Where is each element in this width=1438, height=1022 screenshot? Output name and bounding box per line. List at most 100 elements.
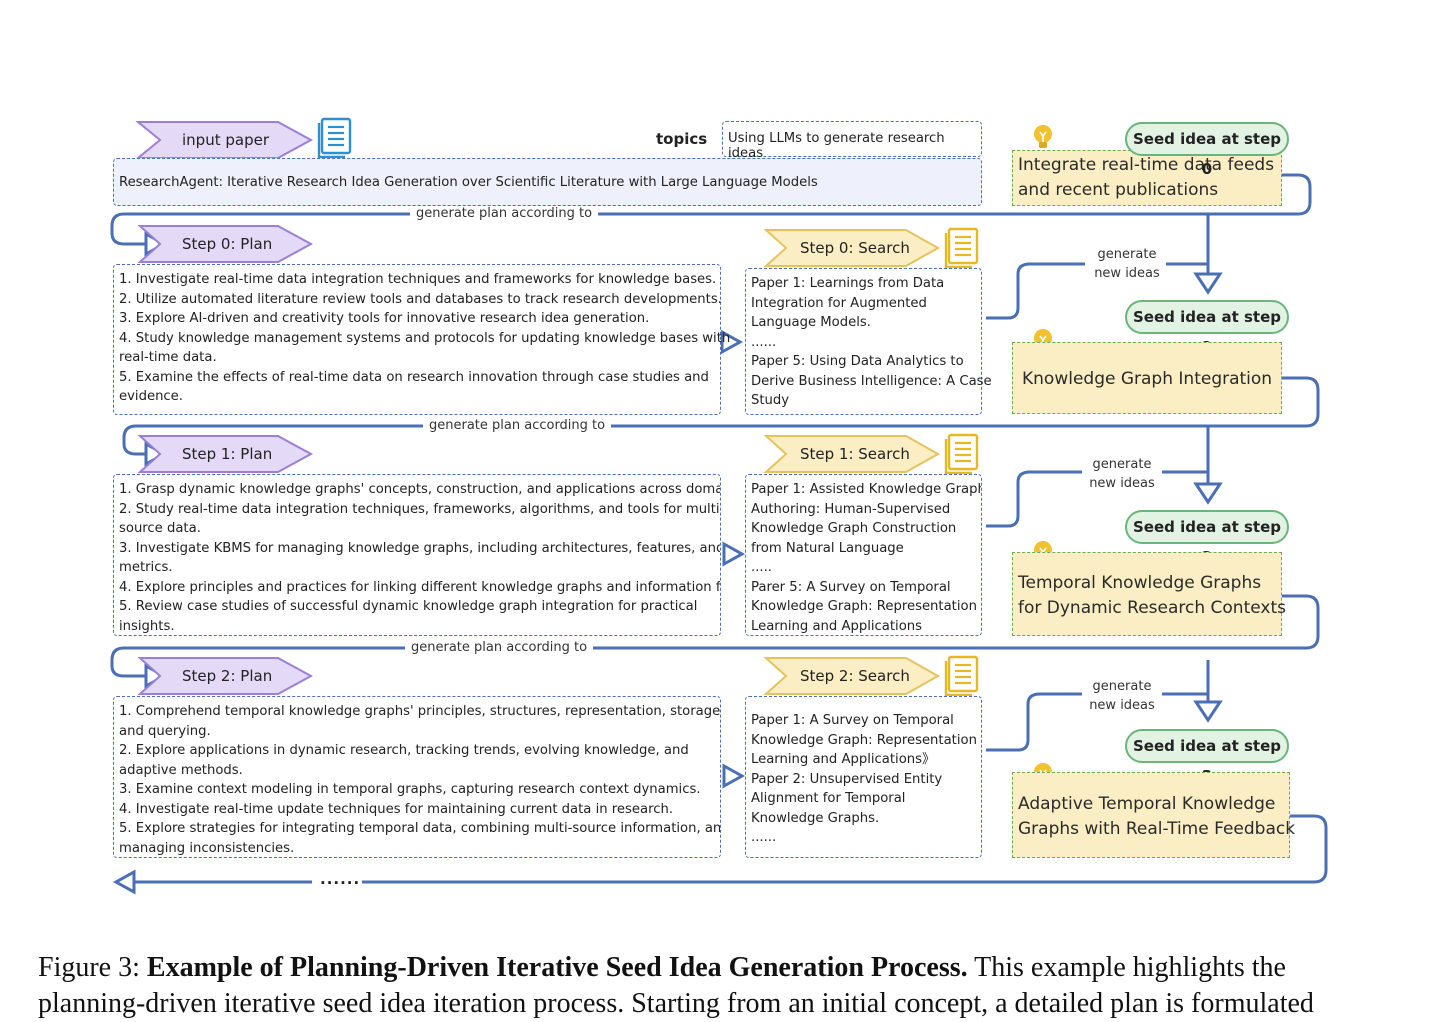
search-line: ..... xyxy=(751,560,772,575)
generate-plan-label: generate plan according to xyxy=(405,640,594,655)
search-line: from Natural Language xyxy=(751,540,904,556)
search-line: ...... xyxy=(751,334,777,350)
plan-line: 2. Explore applications in dynamic resea… xyxy=(119,743,689,758)
step-2-plan-box: 1. Comprehend temporal knowledge graphs'… xyxy=(113,696,721,858)
generate-new-ideas-label: generate new ideas xyxy=(1088,245,1166,283)
generate-new-ideas-label: generate new ideas xyxy=(1082,455,1162,493)
plan-line: 4. Explore principles and practices for … xyxy=(119,579,721,595)
seed-idea-line: Integrate real-time data feeds xyxy=(1018,155,1275,175)
step-1-plan-box: 1. Grasp dynamic knowledge graphs' conce… xyxy=(113,474,721,636)
generate-new-ideas-label: generate new ideas xyxy=(1082,677,1162,715)
seed-idea-step-1: Knowledge Graph Integration xyxy=(1012,342,1282,414)
plan-line: 2. Utilize automated literature review t… xyxy=(119,291,722,307)
seed-idea-line: and recent publications xyxy=(1018,180,1219,200)
search-line: Learning and Applications xyxy=(751,618,922,634)
seed-idea-line: Temporal Knowledge Graphs xyxy=(1018,573,1262,593)
plan-line: 5. Examine the effects of real-time data… xyxy=(119,369,709,385)
search-tag-shapes xyxy=(763,229,941,695)
plan-line: metrics. xyxy=(119,560,173,575)
search-line: Knowledge Graph Construction xyxy=(751,521,957,536)
plan-line: real-time data. xyxy=(119,350,217,365)
ellipsis-continue: ...... xyxy=(320,870,361,888)
gen-line: generate xyxy=(1097,247,1157,262)
step-0-search-label: Step 0: Search xyxy=(800,239,910,257)
plan-line: insights. xyxy=(119,618,175,634)
step-2-search-box: Paper 1: A Survey on Temporal Knowledge … xyxy=(745,696,982,858)
plan-line: 1. Comprehend temporal knowledge graphs'… xyxy=(119,704,721,719)
topics-value: Using LLMs to generate research ideas xyxy=(728,131,945,161)
search-line: Knowledge Graphs. xyxy=(751,810,880,826)
step-1-plan-label: Step 1: Plan xyxy=(182,445,273,463)
paper-title-box: ResearchAgent: Iterative Research Idea G… xyxy=(113,158,982,206)
search-line: Paper 1: A Survey on Temporal xyxy=(751,713,954,728)
paper-icon xyxy=(317,117,352,159)
plan-line: adaptive methods. xyxy=(119,762,243,778)
seed-badge-step-3: Seed idea at step 3 xyxy=(1125,729,1289,785)
gen-line: new ideas xyxy=(1089,476,1155,491)
plan-line: 1. Grasp dynamic knowledge graphs' conce… xyxy=(119,482,721,497)
search-line: Paper 5: Using Data Analytics to xyxy=(751,354,964,369)
paper-title: ResearchAgent: Iterative Research Idea G… xyxy=(119,175,818,190)
search-line: Paper 1: Learnings from Data xyxy=(751,276,945,291)
notebook-icon xyxy=(944,433,979,475)
step-1-search-box: Paper 1: Assisted Knowledge Graph Author… xyxy=(745,474,982,636)
topics-label: topics xyxy=(656,130,708,148)
seed-idea-step-2: Temporal Knowledge Graphs for Dynamic Re… xyxy=(1012,552,1286,636)
search-line: Authoring: Human-Supervised xyxy=(751,501,951,517)
seed-badge-step-2: Seed idea at step 2 xyxy=(1125,510,1289,566)
step-1-search-label: Step 1: Search xyxy=(800,445,910,463)
seed-idea-line: Adaptive Temporal Knowledge xyxy=(1018,794,1276,814)
gen-line: new ideas xyxy=(1089,698,1155,713)
search-line: Parer 5: A Survey on Temporal xyxy=(751,579,951,595)
search-line: Study xyxy=(751,393,790,408)
plan-line: 2. Study real-time data integration tech… xyxy=(119,501,721,517)
step-2-plan-label: Step 2: Plan xyxy=(182,667,273,685)
search-line: Derive Business Intelligence: A Case xyxy=(751,373,992,389)
input-paper-label: input paper xyxy=(182,131,269,149)
search-line: ...... xyxy=(751,830,777,845)
plan-line: 5. Explore strategies for integrating te… xyxy=(119,821,721,836)
search-line: Integration for Augmented xyxy=(751,295,927,311)
plan-line: and querying. xyxy=(119,723,211,739)
gen-line: generate xyxy=(1092,457,1152,472)
seed-idea-line: Knowledge Graph Integration xyxy=(1022,369,1273,389)
seed-idea-line: Graphs with Real-Time Feedback xyxy=(1018,819,1296,839)
plan-line: 1. Investigate real-time data integratio… xyxy=(119,272,717,287)
search-line: Alignment for Temporal xyxy=(751,791,906,806)
search-line: Knowledge Graph: Representation xyxy=(751,732,977,748)
lightbulb-icon xyxy=(1033,124,1053,149)
plan-line: 4. Investigate real-time update techniqu… xyxy=(119,801,674,817)
plan-line: 3. Examine context modeling in temporal … xyxy=(119,782,701,797)
search-line: Learning and Applications》 xyxy=(751,752,936,767)
step-0-plan-label: Step 0: Plan xyxy=(182,235,273,253)
caption-line-1: Figure 3: Example of Planning-Driven Ite… xyxy=(38,950,1418,986)
caption-rest: This example highlights the xyxy=(967,952,1286,983)
gen-line: generate xyxy=(1092,679,1152,694)
plan-line: 5. Review case studies of successful dyn… xyxy=(119,599,698,614)
step-0-plan-box: 1. Investigate real-time data integratio… xyxy=(113,264,731,415)
plan-line: 3. Explore AI-driven and creativity tool… xyxy=(119,311,650,326)
plan-line: source data. xyxy=(119,521,201,536)
plan-line: 3. Investigate KBMS for managing knowled… xyxy=(119,540,721,556)
search-line: Paper 2: Unsupervised Entity xyxy=(751,771,943,787)
seed-idea-step-0: Integrate real-time data feeds and recen… xyxy=(1012,150,1282,206)
topics-box: Using LLMs to generate research ideas xyxy=(722,121,982,161)
caption-prefix: Figure 3: xyxy=(38,952,147,983)
caption-bold-title: Example of Planning-Driven Iterative See… xyxy=(146,952,968,983)
plan-tag-shapes xyxy=(137,225,314,695)
seed-idea-line: for Dynamic Research Contexts xyxy=(1018,598,1286,618)
caption-line-2: planning-driven iterative seed idea iter… xyxy=(38,988,1314,1019)
figure-caption: Figure 3: Example of Planning-Driven Ite… xyxy=(38,950,1418,1022)
seed-badge-step-0: Seed idea at step 0 xyxy=(1125,122,1289,178)
seed-idea-step-3: Adaptive Temporal Knowledge Graphs with … xyxy=(1012,772,1296,858)
seed-badge-step-1: Seed idea at step 1 xyxy=(1125,300,1289,356)
step-0-search-box: Paper 1: Learnings from Data Integration… xyxy=(745,268,992,415)
gen-line: new ideas xyxy=(1094,266,1160,281)
generate-plan-label: generate plan according to xyxy=(410,206,599,221)
plan-line: managing inconsistencies. xyxy=(119,840,295,856)
plan-line: 4. Study knowledge management systems an… xyxy=(119,330,731,346)
search-line: Paper 1: Assisted Knowledge Graph xyxy=(751,482,982,497)
plan-line: evidence. xyxy=(119,389,183,404)
search-line: Knowledge Graph: Representation xyxy=(751,599,977,614)
